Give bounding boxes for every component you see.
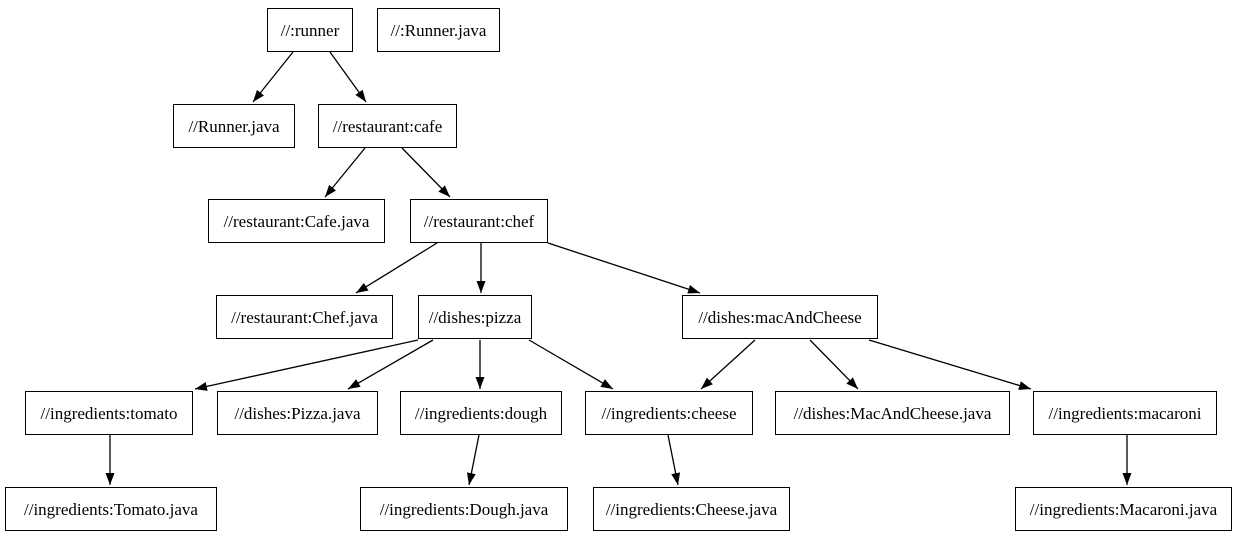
graph-node-mac-and-cheese: //dishes:macAndCheese bbox=[682, 295, 878, 339]
graph-node-label: //dishes:macAndCheese bbox=[698, 307, 862, 327]
edge-runner-to-runner-java bbox=[252, 51, 294, 103]
graph-node-label: //Runner.java bbox=[188, 116, 280, 136]
graph-node-cafe-java: //restaurant:Cafe.java bbox=[208, 199, 385, 243]
edge-chef-to-mac-and-cheese bbox=[547, 242, 701, 294]
graph-node-label: //ingredients:macaroni bbox=[1048, 403, 1202, 423]
graph-node-label: //restaurant:cafe bbox=[332, 116, 443, 136]
graph-node-label: //ingredients:Macaroni.java bbox=[1029, 499, 1218, 519]
graph-node-dough: //ingredients:dough bbox=[400, 391, 562, 435]
edge-mac-and-cheese-to-cheese bbox=[700, 339, 756, 390]
graph-node-label: //ingredients:dough bbox=[414, 403, 548, 423]
edge-mac-and-cheese-to-mac-and-cheese-java bbox=[809, 339, 859, 390]
edge-pizza-to-tomato bbox=[194, 339, 419, 391]
graph-node-label: //ingredients:cheese bbox=[601, 403, 737, 423]
graph-node-cafe: //restaurant:cafe bbox=[318, 104, 457, 148]
graph-node-macaroni: //ingredients:macaroni bbox=[1033, 391, 1217, 435]
graph-node-mac-and-cheese-java: //dishes:MacAndCheese.java bbox=[775, 391, 1010, 435]
graph-node-label: //dishes:pizza bbox=[428, 307, 522, 327]
graph-node-cheese-java: //ingredients:Cheese.java bbox=[593, 487, 790, 531]
graph-node-label: //restaurant:Cafe.java bbox=[223, 211, 370, 231]
graph-node-cheese: //ingredients:cheese bbox=[585, 391, 753, 435]
edge-cheese-to-cheese-java bbox=[667, 434, 681, 486]
graph-node-label: //ingredients:Tomato.java bbox=[24, 499, 198, 519]
graph-node-label: //ingredients:Dough.java bbox=[379, 499, 549, 519]
edge-pizza-to-pizza-java bbox=[347, 339, 434, 390]
edge-pizza-to-cheese bbox=[528, 339, 614, 390]
edge-mac-and-cheese-to-macaroni bbox=[868, 339, 1032, 390]
graph-node-pizza-java: //dishes:Pizza.java bbox=[217, 391, 378, 435]
graph-node-label: //ingredients:tomato bbox=[40, 403, 178, 423]
graph-node-label: //dishes:MacAndCheese.java bbox=[793, 403, 992, 423]
graph-node-label: //restaurant:Chef.java bbox=[231, 307, 378, 327]
edge-dough-to-dough-java bbox=[466, 434, 480, 486]
graph-node-chef: //restaurant:chef bbox=[410, 199, 548, 243]
graph-node-label: //:Runner.java bbox=[390, 20, 487, 40]
edge-chef-to-chef-java bbox=[355, 242, 438, 294]
graph-node-label: //restaurant:chef bbox=[423, 211, 535, 231]
graph-node-runner-java-root: //:Runner.java bbox=[377, 8, 500, 52]
graph-node-tomato: //ingredients:tomato bbox=[25, 391, 193, 435]
edge-runner-to-cafe bbox=[329, 51, 367, 103]
edge-cafe-to-chef bbox=[401, 147, 451, 198]
edge-cafe-to-cafe-java bbox=[324, 147, 366, 198]
graph-node-runner-java: //Runner.java bbox=[173, 104, 295, 148]
graph-node-label: //ingredients:Cheese.java bbox=[605, 499, 778, 519]
graph-node-label: //dishes:Pizza.java bbox=[234, 403, 361, 423]
graph-node-runner: //:runner bbox=[267, 8, 353, 52]
graph-node-chef-java: //restaurant:Chef.java bbox=[216, 295, 393, 339]
graph-node-dough-java: //ingredients:Dough.java bbox=[360, 487, 568, 531]
graph-node-tomato-java: //ingredients:Tomato.java bbox=[5, 487, 217, 531]
graph-node-label: //:runner bbox=[280, 20, 340, 40]
graph-node-pizza: //dishes:pizza bbox=[418, 295, 532, 339]
graph-node-macaroni-java: //ingredients:Macaroni.java bbox=[1015, 487, 1232, 531]
